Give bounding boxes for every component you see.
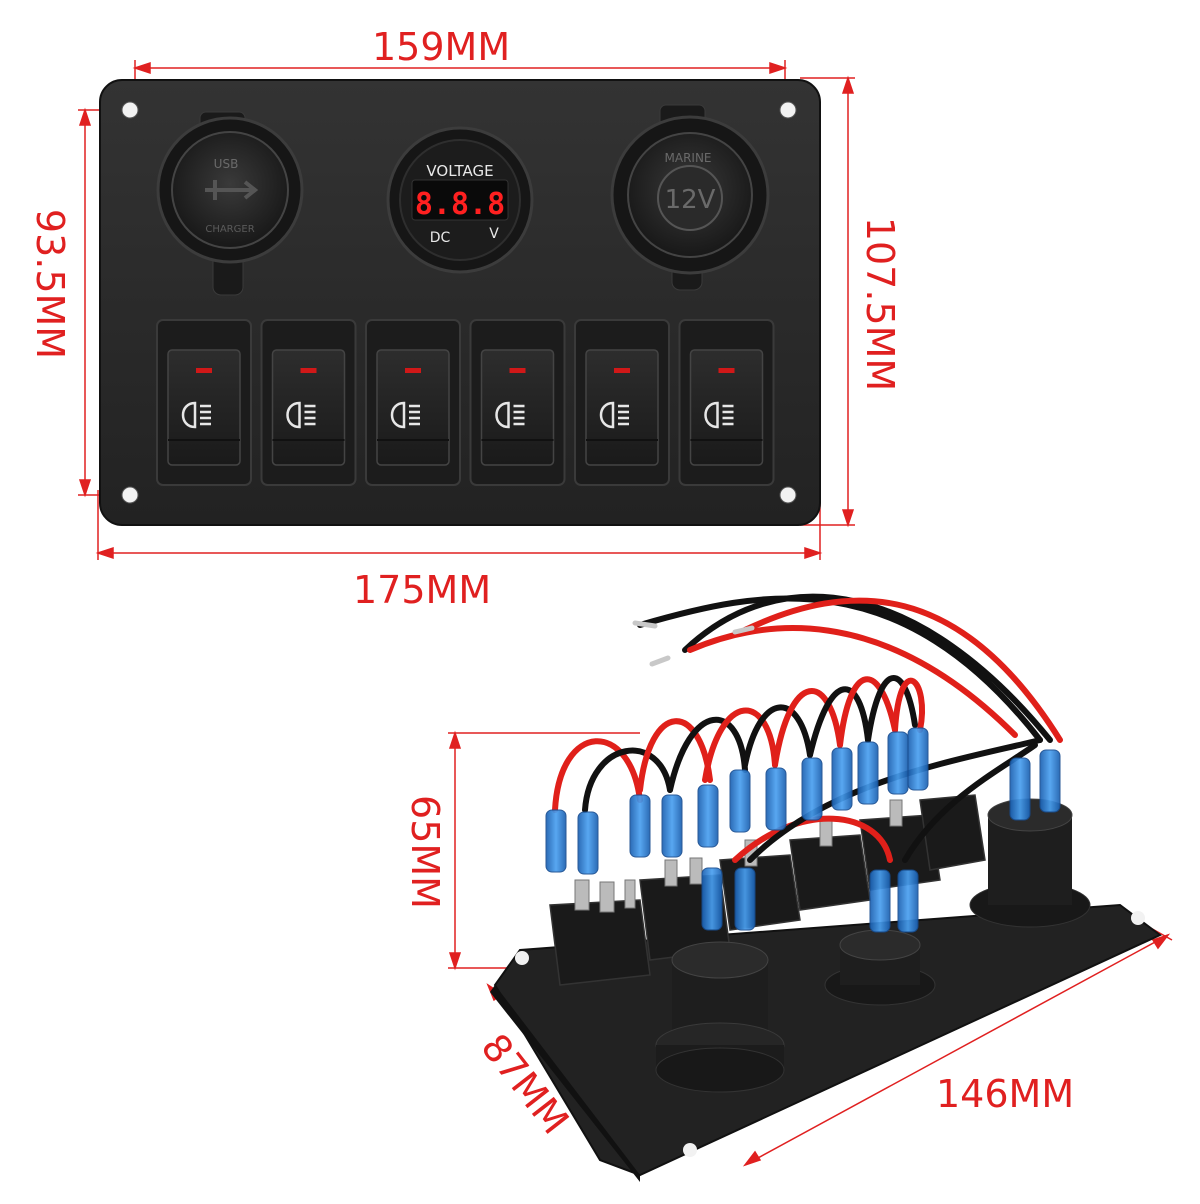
spade-terminal [629, 794, 651, 858]
dimension-bottom-width: 175MM [353, 568, 492, 612]
headlight-icon [599, 401, 629, 429]
spade-terminal [857, 741, 879, 805]
rocker-switch-6[interactable] [678, 319, 775, 486]
spade-terminal [887, 731, 909, 795]
spade-terminal [831, 747, 853, 811]
spade-terminal [801, 757, 823, 821]
power-socket-12v [610, 104, 770, 291]
rocker-switch-5[interactable] [574, 319, 670, 486]
switch-led-indicator [509, 368, 526, 373]
voltmeter [386, 126, 534, 274]
spade-terminal [701, 867, 723, 931]
spade-terminal [729, 769, 751, 833]
headlight-icon [390, 401, 420, 429]
spade-terminal [1039, 749, 1061, 813]
wiring [552, 593, 1063, 863]
rocker-switch-4[interactable] [469, 319, 566, 486]
spade-terminals [545, 727, 1061, 933]
spade-terminal [765, 767, 787, 831]
spade-terminal [577, 811, 599, 875]
usb-socket-bottom-label: CHARGER [205, 224, 254, 235]
voltmeter-v-label: V [489, 226, 499, 242]
dimension-side-height: 65MM [403, 795, 447, 909]
perspective-view [448, 593, 1173, 1182]
spade-terminal [897, 869, 919, 933]
power-socket-center-label: 12V [665, 185, 716, 215]
power-socket-top-label: MARINE [665, 151, 712, 165]
dimension-side-width: 146MM [936, 1072, 1075, 1116]
spade-terminal [661, 794, 683, 858]
spade-terminal [907, 727, 929, 791]
headlight-icon [286, 401, 316, 429]
dimension-top-width: 159MM [372, 25, 511, 69]
rocker-switch-3[interactable] [365, 319, 461, 486]
spade-terminal [545, 809, 567, 873]
spade-terminal [734, 867, 756, 931]
headlight-icon [495, 401, 525, 429]
front-dimension-lines [78, 60, 855, 560]
voltmeter-title: VOLTAGE [426, 162, 493, 180]
voltmeter-dc-label: DC [430, 230, 451, 246]
usb-socket-top-label: USB [214, 157, 239, 171]
cylinder-socket-rear [969, 798, 1091, 928]
headlight-icon [181, 401, 211, 429]
front-panel: USB CHARGER VOLTAGE 8.8.8 DC V MARINE 12… [78, 60, 855, 560]
switch-led-indicator [300, 368, 317, 373]
rocker-switch-2[interactable] [260, 319, 357, 486]
switch-led-indicator [196, 368, 212, 373]
headlight-icon [704, 401, 734, 429]
switch-led-indicator [718, 368, 735, 373]
switch-led-indicator [405, 368, 421, 373]
switch-led-indicator [614, 368, 630, 373]
spade-terminal [869, 869, 891, 933]
cylinder-socket-front [655, 941, 785, 1093]
usb-socket [156, 111, 304, 296]
dimension-left-height: 93.5MM [28, 208, 72, 360]
rocker-switch-row [156, 319, 775, 486]
voltmeter-display: 8.8.8 [415, 187, 505, 222]
cylinder-socket-middle [824, 929, 936, 1006]
dimension-right-height: 107.5MM [858, 216, 902, 392]
spade-terminal [1009, 757, 1031, 821]
spade-terminal [697, 784, 719, 848]
rocker-switch-1[interactable] [156, 319, 252, 486]
